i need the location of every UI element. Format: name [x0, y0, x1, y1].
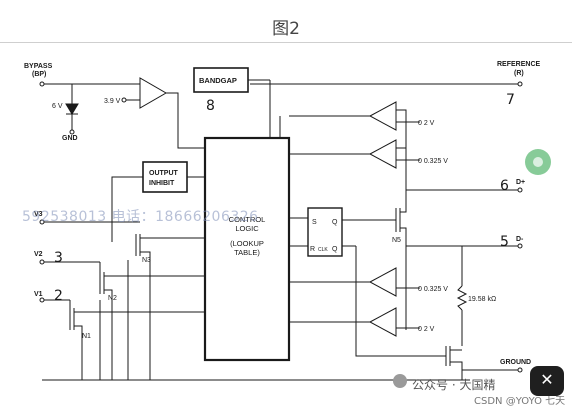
latch-qbar: Q — [332, 246, 338, 253]
pin-number-6: 6 — [500, 178, 509, 194]
ground-label: GROUND — [500, 359, 531, 366]
comparator-ref-value: 3.9 V — [104, 98, 121, 105]
dminus-label: D- — [516, 236, 524, 243]
bandgap-label: BANDGAP — [199, 76, 237, 85]
close-icon: ✕ — [540, 372, 554, 389]
close-button[interactable]: ✕ — [530, 366, 564, 396]
bypass-label: BYPASS — [24, 63, 53, 70]
control-logic-block — [203, 136, 291, 362]
n5-label: N5 — [392, 237, 401, 244]
bottom-2v-value: 0 2 V — [418, 326, 435, 333]
control-label-4: TABLE) — [234, 248, 260, 257]
zener-value: 6 V — [52, 103, 63, 110]
figure-title: 图2 — [272, 19, 300, 39]
bottom-0325-value: 0 0.325 V — [418, 286, 448, 293]
v3-label: V3 — [34, 211, 43, 218]
comparator-top-2 — [368, 139, 397, 169]
output-inhibit-label-1: OUTPUT — [149, 170, 179, 177]
top-2v-value: 0 2 V — [418, 120, 435, 127]
pin-number-2: 2 — [54, 288, 63, 304]
comparator-bottom-2 — [368, 307, 397, 337]
output-inhibit-label-2: INHIBIT — [149, 180, 175, 187]
pin-number-3: 3 — [54, 250, 63, 266]
cursor-indicator-icon — [525, 149, 551, 175]
pin-number-7: 7 — [506, 92, 515, 108]
pin-number-5: 5 — [500, 234, 509, 250]
control-label-1: CONTROL — [229, 215, 266, 224]
comparator-bottom-1 — [368, 267, 397, 297]
top-0325-value: 0 0.325 V — [418, 158, 448, 165]
bypass-pin — [39, 81, 45, 87]
wechat-caption: 公众号 · 大国精 — [412, 378, 496, 392]
v1-label: V1 — [34, 291, 43, 298]
dplus-label: D+ — [516, 179, 525, 186]
latch-q: Q — [332, 219, 338, 226]
v2-label: V2 — [34, 251, 43, 258]
csdn-caption: CSDN @YOYO 七天 — [474, 396, 566, 407]
bandgap-block — [193, 67, 249, 93]
watermark-text: 592538013 电话：18666206326 — [22, 209, 259, 225]
control-label-3: (LOOKUP — [230, 239, 264, 248]
latch-s: S — [312, 219, 317, 226]
n2-label: N2 — [108, 295, 117, 302]
reference-label: REFERENCE — [497, 61, 541, 68]
wechat-icon — [393, 374, 407, 388]
n3-label: N3 — [142, 257, 151, 264]
rs-latch — [307, 207, 343, 257]
resistor-value: 19.58 kΩ — [468, 296, 496, 303]
n1-label: N1 — [82, 333, 91, 340]
output-inhibit-block — [142, 161, 188, 193]
gnd-label: GND — [62, 135, 78, 142]
comparator-top-1 — [368, 101, 397, 131]
reference-sub-label: (R) — [514, 70, 524, 77]
control-label-2: LOGIC — [235, 224, 259, 233]
latch-clk: CLK — [318, 247, 328, 253]
bypass-sub-label: (BP) — [32, 71, 46, 78]
bypass-comparator — [139, 77, 168, 109]
title-divider — [0, 42, 572, 43]
latch-r: R — [310, 246, 315, 253]
pin-number-8: 8 — [206, 98, 215, 114]
